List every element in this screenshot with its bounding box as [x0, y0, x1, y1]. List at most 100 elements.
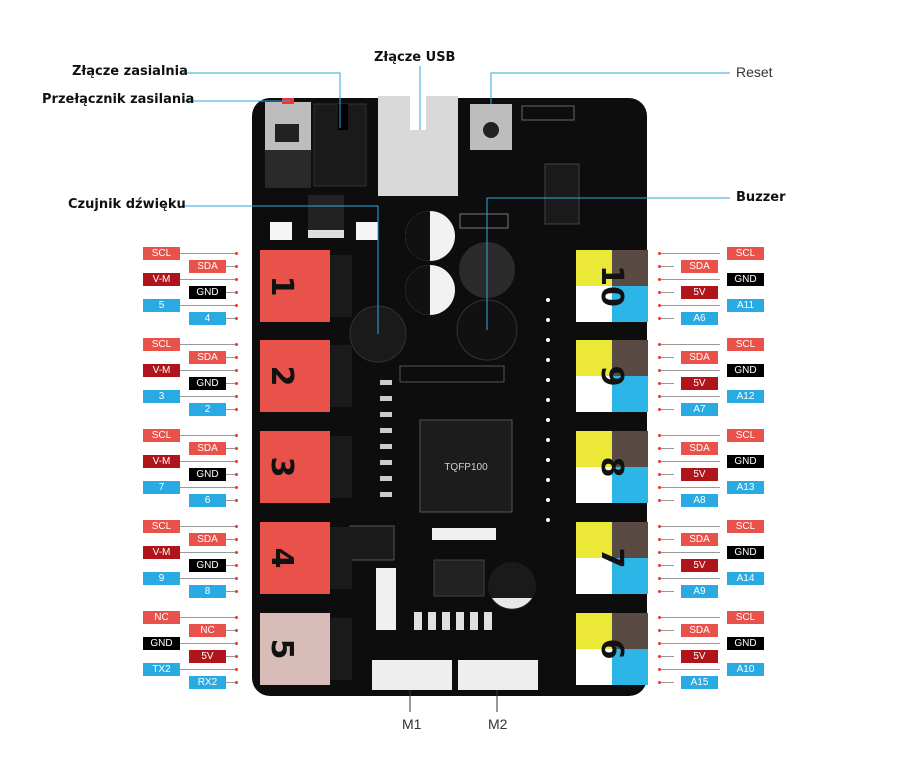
leader-dot — [235, 369, 238, 372]
leader-dot — [658, 473, 661, 476]
pin-label: NC — [189, 624, 226, 637]
callout-power-connector: Złącze zasialnia — [72, 64, 188, 79]
leader-dot — [658, 317, 661, 320]
pin-label: SCL — [143, 429, 180, 442]
leader-dot — [235, 447, 238, 450]
pin-label: GND — [727, 273, 764, 286]
right-port-number-10: 10 — [594, 265, 629, 307]
right-port-number-6: 6 — [594, 639, 629, 660]
leader-dot — [658, 408, 661, 411]
pin-label: V-M — [143, 455, 180, 468]
pin-label: A11 — [727, 299, 764, 312]
pin-label: 5V — [681, 286, 718, 299]
leader-line — [226, 539, 236, 540]
leader-dot — [658, 551, 661, 554]
leader-line — [180, 344, 236, 345]
pin-label: GND — [189, 468, 226, 481]
leader-dot — [658, 668, 661, 671]
leader-dot — [658, 447, 661, 450]
leader-line — [180, 461, 236, 462]
left-port-number-2: 2 — [264, 366, 299, 387]
leader-dot — [658, 486, 661, 489]
leader-dot — [235, 616, 238, 619]
right-port-7 — [576, 522, 648, 594]
pin-label: 5 — [143, 299, 180, 312]
pin-label: TX2 — [143, 663, 180, 676]
leader-line — [226, 292, 236, 293]
pin-label: SCL — [143, 247, 180, 260]
pin-label: A12 — [727, 390, 764, 403]
leader-dot — [658, 356, 661, 359]
mcu-chip — [419, 419, 513, 513]
leader-dot — [235, 434, 238, 437]
pin-label: 5V — [681, 650, 718, 663]
leader-dot — [235, 629, 238, 632]
right-port-9 — [576, 340, 648, 412]
motor-connector-m2 — [458, 660, 538, 690]
leader-dot — [658, 577, 661, 580]
leader-line — [660, 656, 674, 657]
leader-line — [660, 630, 674, 631]
pin-label: 5V — [189, 650, 226, 663]
motor-label-m2: M2 — [488, 716, 508, 732]
leader-dot — [658, 564, 661, 567]
leader-dot — [658, 590, 661, 593]
svg-text:TQFP100: TQFP100 — [444, 462, 488, 473]
leader-line — [180, 526, 236, 527]
pin-label: SDA — [189, 260, 226, 273]
pin-label: A13 — [727, 481, 764, 494]
pin-label: V-M — [143, 546, 180, 559]
leader-line — [660, 552, 720, 553]
pin-label: GND — [189, 559, 226, 572]
pin-label: 5V — [681, 468, 718, 481]
leader-dot — [235, 486, 238, 489]
pin-label: GND — [727, 364, 764, 377]
leader-dot — [235, 551, 238, 554]
leader-line — [226, 383, 236, 384]
leader-line — [660, 370, 720, 371]
right-port-number-9: 9 — [594, 366, 629, 387]
leader-line — [180, 617, 236, 618]
leader-line — [180, 669, 236, 670]
motor-connector-m1 — [372, 660, 452, 690]
pin-label: SDA — [681, 533, 718, 546]
leader-dot — [235, 408, 238, 411]
pin-label: A10 — [727, 663, 764, 676]
leader-dot — [235, 460, 238, 463]
leader-line — [660, 318, 674, 319]
pin-label: 7 — [143, 481, 180, 494]
pin-label: SDA — [681, 260, 718, 273]
leader-line — [180, 487, 236, 488]
leader-dot — [658, 265, 661, 268]
leader-line — [660, 669, 720, 670]
left-port-5 — [260, 613, 330, 685]
leader-dot — [235, 668, 238, 671]
leader-dot — [658, 460, 661, 463]
pin-label: A15 — [681, 676, 718, 689]
leader-line — [660, 305, 720, 306]
leader-dot — [235, 382, 238, 385]
pin-label: SCL — [727, 611, 764, 624]
leader-line — [226, 318, 236, 319]
leader-line — [660, 292, 674, 293]
leader-dot — [658, 382, 661, 385]
pin-label: NC — [143, 611, 180, 624]
leader-line — [660, 578, 720, 579]
leader-dot — [658, 304, 661, 307]
leader-dot — [658, 395, 661, 398]
leader-line — [226, 266, 236, 267]
pin-label: 2 — [189, 403, 226, 416]
leader-dot — [658, 434, 661, 437]
motor-label-m1: M1 — [402, 716, 422, 732]
leader-line — [660, 643, 720, 644]
pin-label: GND — [727, 637, 764, 650]
left-port-number-1: 1 — [264, 276, 299, 297]
leader-dot — [658, 343, 661, 346]
pin-label: 9 — [143, 572, 180, 585]
pin-label: A14 — [727, 572, 764, 585]
leader-line — [660, 539, 674, 540]
leader-line — [660, 500, 674, 501]
leader-line — [226, 474, 236, 475]
leader-line — [660, 357, 674, 358]
